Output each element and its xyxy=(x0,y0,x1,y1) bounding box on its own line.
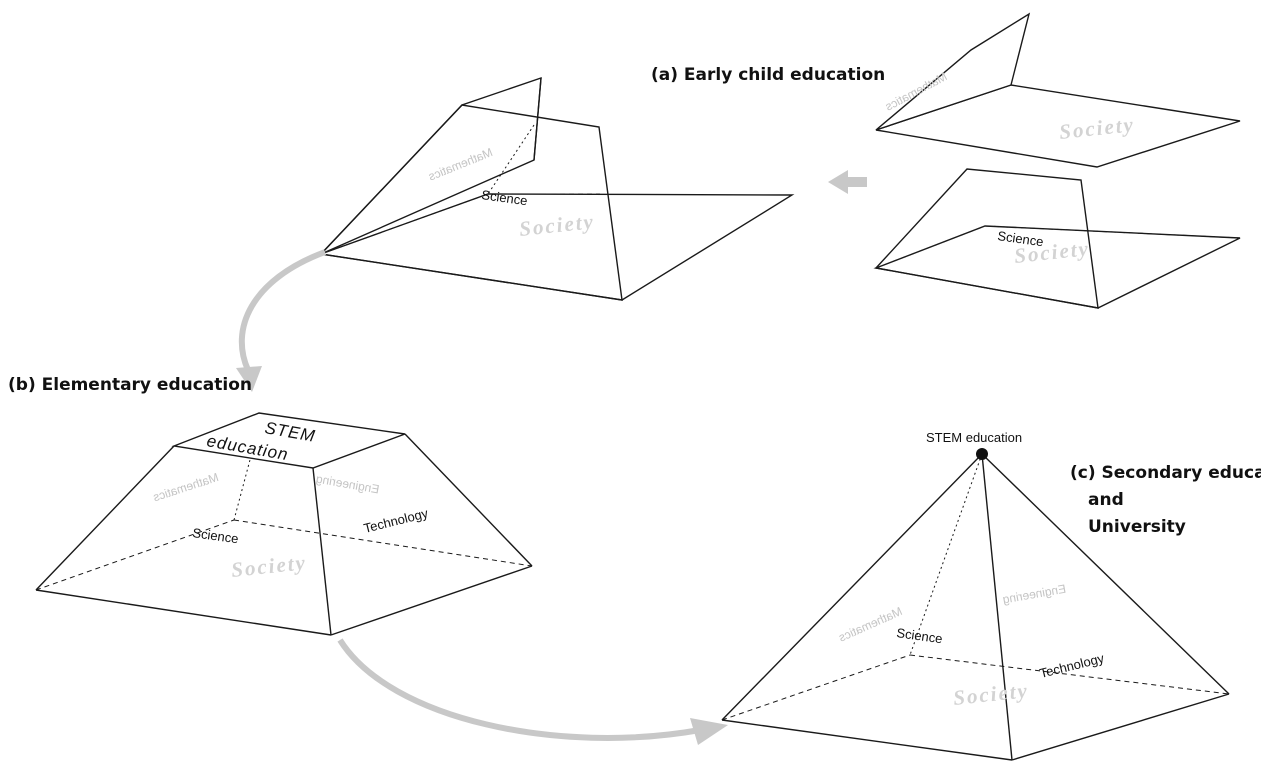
stem-apex-point xyxy=(976,448,988,460)
science-plane xyxy=(319,104,623,301)
science-plane xyxy=(874,168,1099,309)
stage-a-science-society-model: Society Science xyxy=(873,168,1241,309)
technology-label: Technology xyxy=(362,505,430,536)
engineering-label: Engineering xyxy=(315,472,381,497)
science-label: Science xyxy=(192,525,240,546)
stage-c-heading-line3: University xyxy=(1088,517,1186,537)
stem-top-face xyxy=(171,412,406,469)
stage-a-group: Mathematics Society Society Science (a) … xyxy=(651,12,1241,309)
stage-b-heading: (b) Elementary education xyxy=(8,375,252,395)
stage-b-to-stage-c-arrow xyxy=(337,638,728,745)
stage-c-group: (c) Secondary education and University S… xyxy=(721,430,1261,761)
technology-label: Technology xyxy=(1038,650,1106,681)
stem-apex-label: STEM education xyxy=(926,430,1022,445)
stage-b-group: (b) Elementary education STEM education … xyxy=(8,375,533,636)
stage-a-math-society-model: Mathematics Society xyxy=(875,12,1241,168)
engineering-label: Engineering xyxy=(1002,582,1068,607)
stage-a-heading: (a) Early child education xyxy=(651,65,885,85)
stage-a-to-combined-arrow xyxy=(828,170,867,194)
science-label: Science xyxy=(896,625,944,646)
mathematics-label: Mathematics xyxy=(836,604,904,644)
science-label: Science xyxy=(481,187,529,208)
stem-frustum-model: STEM education Mathematics Engineering S… xyxy=(35,412,533,636)
combined-to-stage-b-arrow xyxy=(236,249,327,392)
society-label: Society xyxy=(952,678,1030,710)
science-label: Science xyxy=(997,228,1045,249)
mathematics-label: Mathematics xyxy=(151,470,220,504)
combined-science-mathematics-model: Mathematics Science Society xyxy=(319,76,795,301)
stage-c-heading-line1: (c) Secondary education xyxy=(1070,463,1261,483)
stage-c-heading-line2: and xyxy=(1088,490,1124,510)
mathematics-plane xyxy=(875,12,1031,131)
